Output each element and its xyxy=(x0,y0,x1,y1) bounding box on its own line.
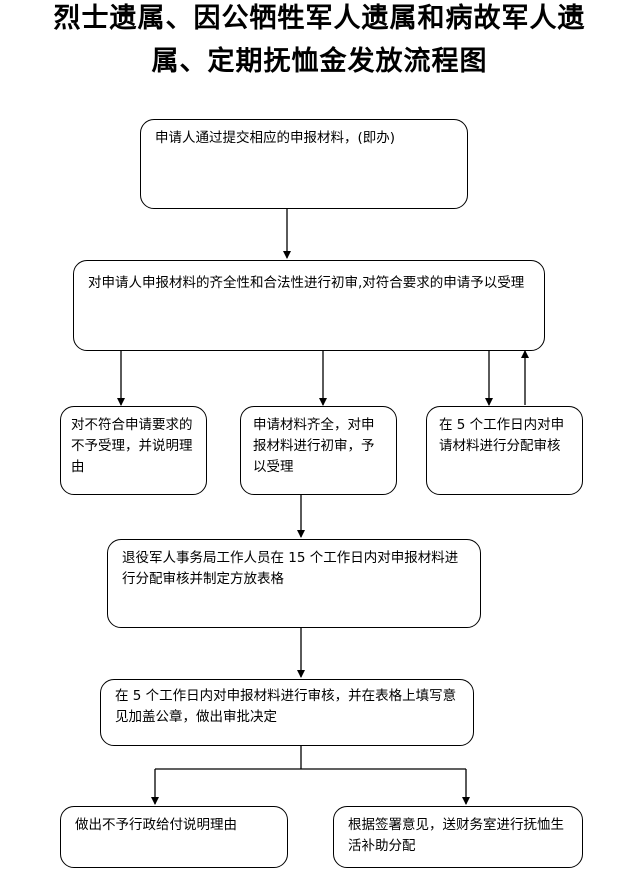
node-accept-text: 申请材料齐全，对申报材料进行初审，予以受理 xyxy=(253,417,375,475)
node-final-review: 在 5 个工作日内对申报材料进行审核，并在表格上填写意见加盖公章，做出审批决定 xyxy=(100,679,474,746)
node-dispatch-5day-text: 在 5 个工作日内对申请材料进行分配审核 xyxy=(439,417,565,454)
node-payout: 根据签署意见，送财务室进行抚恤生活补助分配 xyxy=(333,806,583,868)
node-deny-explain: 做出不予行政给付说明理由 xyxy=(60,806,288,868)
node-reject-text: 对不符合申请要求的不予受理，并说明理由 xyxy=(71,417,193,475)
node-initial-review-text: 对申请人申报材料的齐全性和合法性进行初审,对符合要求的申请予以受理 xyxy=(88,275,525,291)
node-apply: 申请人通过提交相应的申报材料，(即办) xyxy=(140,119,468,209)
page-title-line-1: 烈士遗属、因公牺牲军人遗属和病故军人遗 xyxy=(53,3,586,34)
node-final-review-text: 在 5 个工作日内对申报材料进行审核，并在表格上填写意见加盖公章，做出审批决定 xyxy=(115,688,457,725)
node-bureau-review: 退役军人事务局工作人员在 15 个工作日内对申报材料进行分配审核并制定方放表格 xyxy=(107,539,481,628)
node-accept: 申请材料齐全，对申报材料进行初审，予以受理 xyxy=(240,406,397,495)
node-deny-explain-text: 做出不予行政给付说明理由 xyxy=(75,817,237,833)
page-title-line-2: 属、定期抚恤金发放流程图 xyxy=(151,46,488,77)
node-apply-text: 申请人通过提交相应的申报材料，(即办) xyxy=(155,130,396,146)
node-reject: 对不符合申请要求的不予受理，并说明理由 xyxy=(60,406,207,495)
node-bureau-review-text: 退役军人事务局工作人员在 15 个工作日内对申报材料进行分配审核并制定方放表格 xyxy=(122,550,459,587)
node-initial-review: 对申请人申报材料的齐全性和合法性进行初审,对符合要求的申请予以受理 xyxy=(73,260,545,351)
node-payout-text: 根据签署意见，送财务室进行抚恤生活补助分配 xyxy=(348,817,564,854)
node-dispatch-5day: 在 5 个工作日内对申请材料进行分配审核 xyxy=(426,406,583,495)
